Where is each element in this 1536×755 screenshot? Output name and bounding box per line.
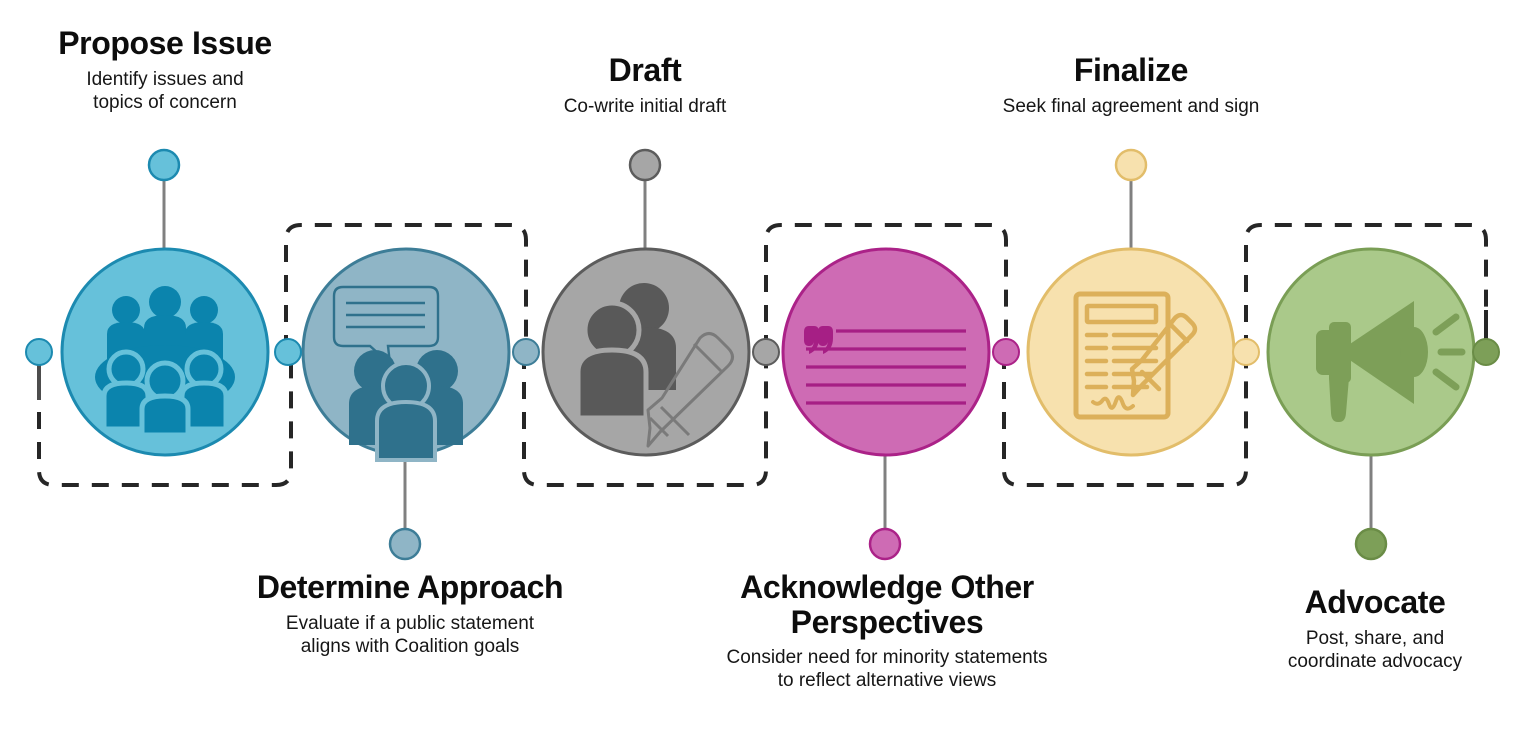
step-label-6: Advocate Post, share, and coordinate adv… <box>1225 585 1525 673</box>
lollipop-dot-step-1[interactable] <box>147 148 181 182</box>
step-circle-3[interactable] <box>541 247 751 457</box>
step-description-5: Seek final agreement and sign <box>1002 95 1260 117</box>
step-circle-4[interactable] <box>781 247 991 457</box>
step-description-4: Consider need for minority statements to… <box>726 647 1048 692</box>
step-label-5: Finalize Seek final agreement and sign <box>941 53 1321 118</box>
step-circle-2[interactable] <box>301 247 511 462</box>
signed-contract-icon <box>1073 291 1198 420</box>
connector-dot-1-2[interactable] <box>274 338 302 366</box>
step-description-1: Identify issues and topics of concern <box>86 68 244 113</box>
lollipop-dot-step-3[interactable] <box>628 148 662 182</box>
step-label-3: Draft Co-write initial draft <box>490 53 800 118</box>
step-description-3: Co-write initial draft <box>563 95 727 117</box>
bracket-step-2 <box>284 223 528 352</box>
step-circle-5[interactable] <box>1026 247 1236 457</box>
connector-dot-4-5[interactable] <box>992 338 1020 366</box>
meeting-table-icon <box>95 286 235 438</box>
lollipop-dot-step-2[interactable] <box>388 527 422 561</box>
bracket-step-6 <box>1244 223 1488 352</box>
step-label-2: Determine Approach Evaluate if a public … <box>205 570 615 658</box>
step-description-2: Evaluate if a public statement aligns wi… <box>285 612 535 657</box>
connector-dot-end[interactable] <box>1472 338 1500 366</box>
bracket-step-5 <box>1002 352 1248 487</box>
quote-lines-icon <box>804 326 966 405</box>
connector-dot-2-3[interactable] <box>512 338 540 366</box>
megaphone-icon <box>1316 301 1466 422</box>
lollipop-dot-step-5[interactable] <box>1114 148 1148 182</box>
bracket-step-4 <box>764 223 1008 352</box>
people-pencil-icon <box>575 283 734 448</box>
step-circle-1[interactable] <box>60 247 270 457</box>
step-title-4: Acknowledge Other Perspectives <box>740 569 1034 640</box>
bracket-step-3 <box>522 352 768 487</box>
step-title-5: Finalize <box>1073 52 1189 88</box>
step-title-3: Draft <box>608 52 682 88</box>
step-label-4: Acknowledge Other Perspectives Consider … <box>680 570 1094 692</box>
connector-dot-start[interactable] <box>25 338 53 366</box>
step-title-1: Propose Issue <box>58 25 272 61</box>
step-title-6: Advocate <box>1304 584 1446 620</box>
step-description-6: Post, share, and coordinate advocacy <box>1287 627 1463 672</box>
bracket-step-1 <box>37 352 293 487</box>
step-circle-6[interactable] <box>1266 247 1476 457</box>
speech-bubble-group-icon <box>332 285 463 462</box>
step-title-2: Determine Approach <box>256 569 564 605</box>
connector-dot-5-6[interactable] <box>1232 338 1260 366</box>
step-label-1: Propose Issue Identify issues and topics… <box>10 26 320 114</box>
lollipop-dot-step-4[interactable] <box>868 527 902 561</box>
connector-dot-3-4[interactable] <box>752 338 780 366</box>
lollipop-dot-step-6[interactable] <box>1354 527 1388 561</box>
